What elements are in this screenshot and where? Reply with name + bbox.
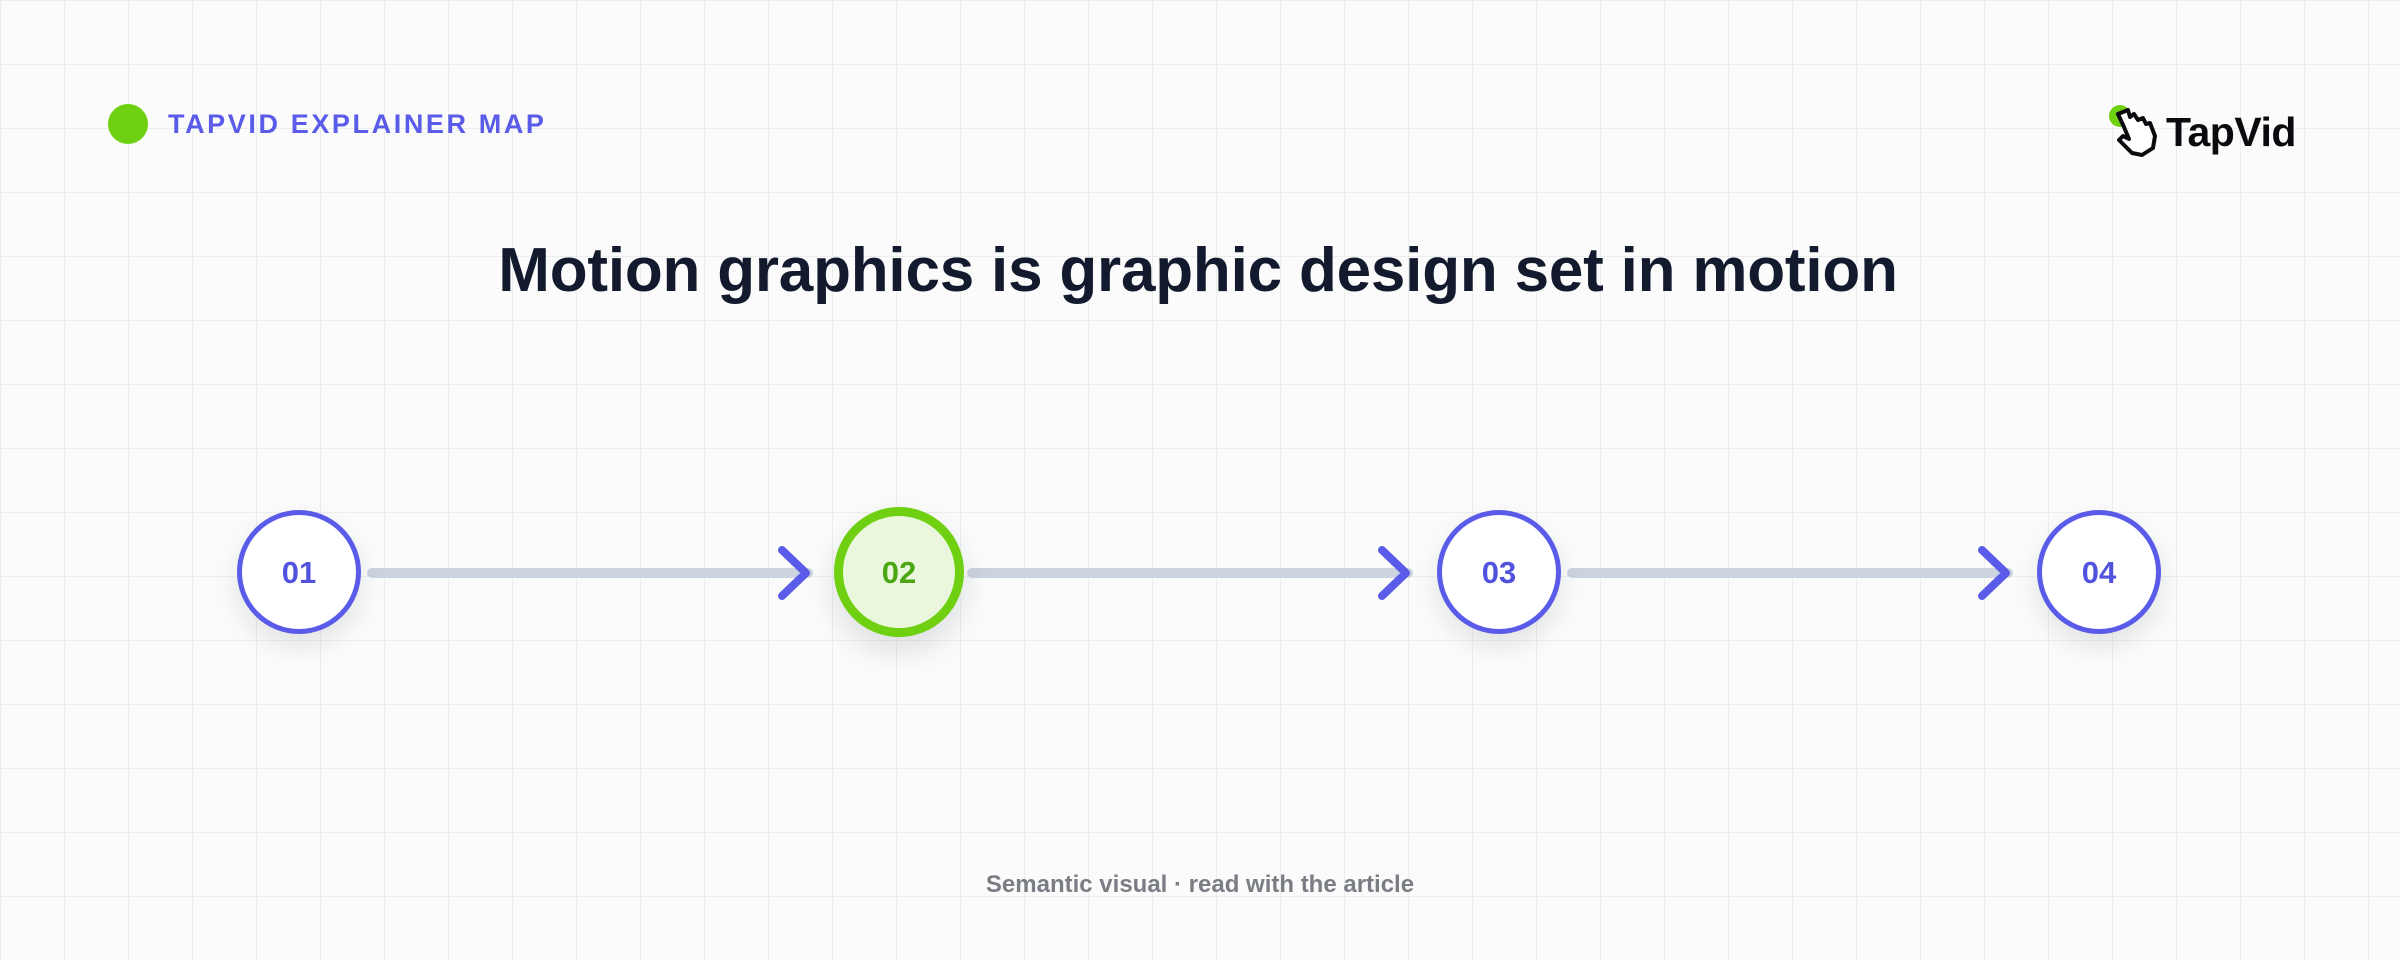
- step-node-03: 03: [1437, 510, 1561, 634]
- step-node-01: 01: [237, 510, 361, 634]
- footer-note: Semantic visual · read with the article: [985, 871, 1415, 898]
- tapvid-logo: TapVid: [2106, 100, 2296, 160]
- step-number: 02: [881, 554, 917, 590]
- page-title: Motion graphics is graphic design set in…: [0, 234, 2400, 308]
- step-number: 03: [1481, 554, 1517, 590]
- page-title-text: Motion graphics is graphic design set in…: [498, 236, 1898, 305]
- step-number: 01: [281, 554, 317, 590]
- step-number: 04: [2081, 554, 2117, 590]
- brand-dot-icon: [108, 104, 148, 144]
- connector-arrow-2: [967, 546, 1413, 600]
- connector-arrow-3: [1567, 546, 2013, 600]
- step-node-04: 04: [2037, 510, 2161, 634]
- explainer-map-text: TAPVID EXPLAINER MAP: [168, 108, 547, 139]
- pointer-hand-icon: [2109, 105, 2157, 157]
- explainer-map-label: TAPVID EXPLAINER MAP: [108, 104, 547, 144]
- step-node-02-active: 02: [834, 507, 964, 637]
- logo-wordmark: TapVid: [2166, 108, 2296, 155]
- connector-arrow-1: [367, 546, 813, 600]
